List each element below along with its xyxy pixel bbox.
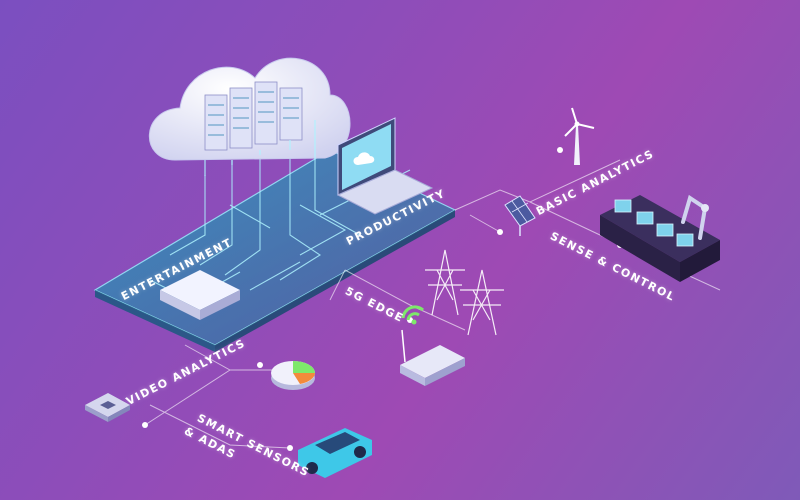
- processor-chip-icon: [85, 393, 130, 422]
- solar-panel-icon: [504, 195, 536, 236]
- set-top-box-icon: [160, 270, 240, 320]
- factory-conveyor-icon: [600, 194, 720, 282]
- laptop-icon: [336, 117, 434, 215]
- pie-chart-icon: [271, 361, 315, 390]
- wind-turbine-icon: [564, 107, 595, 165]
- cloud-server: [148, 57, 351, 176]
- car-icon: [298, 428, 372, 478]
- power-tower-icons: [425, 249, 504, 336]
- circuit-traces: [149, 118, 411, 301]
- wireless-signal-icon: [401, 305, 425, 325]
- router-icon: [400, 329, 465, 386]
